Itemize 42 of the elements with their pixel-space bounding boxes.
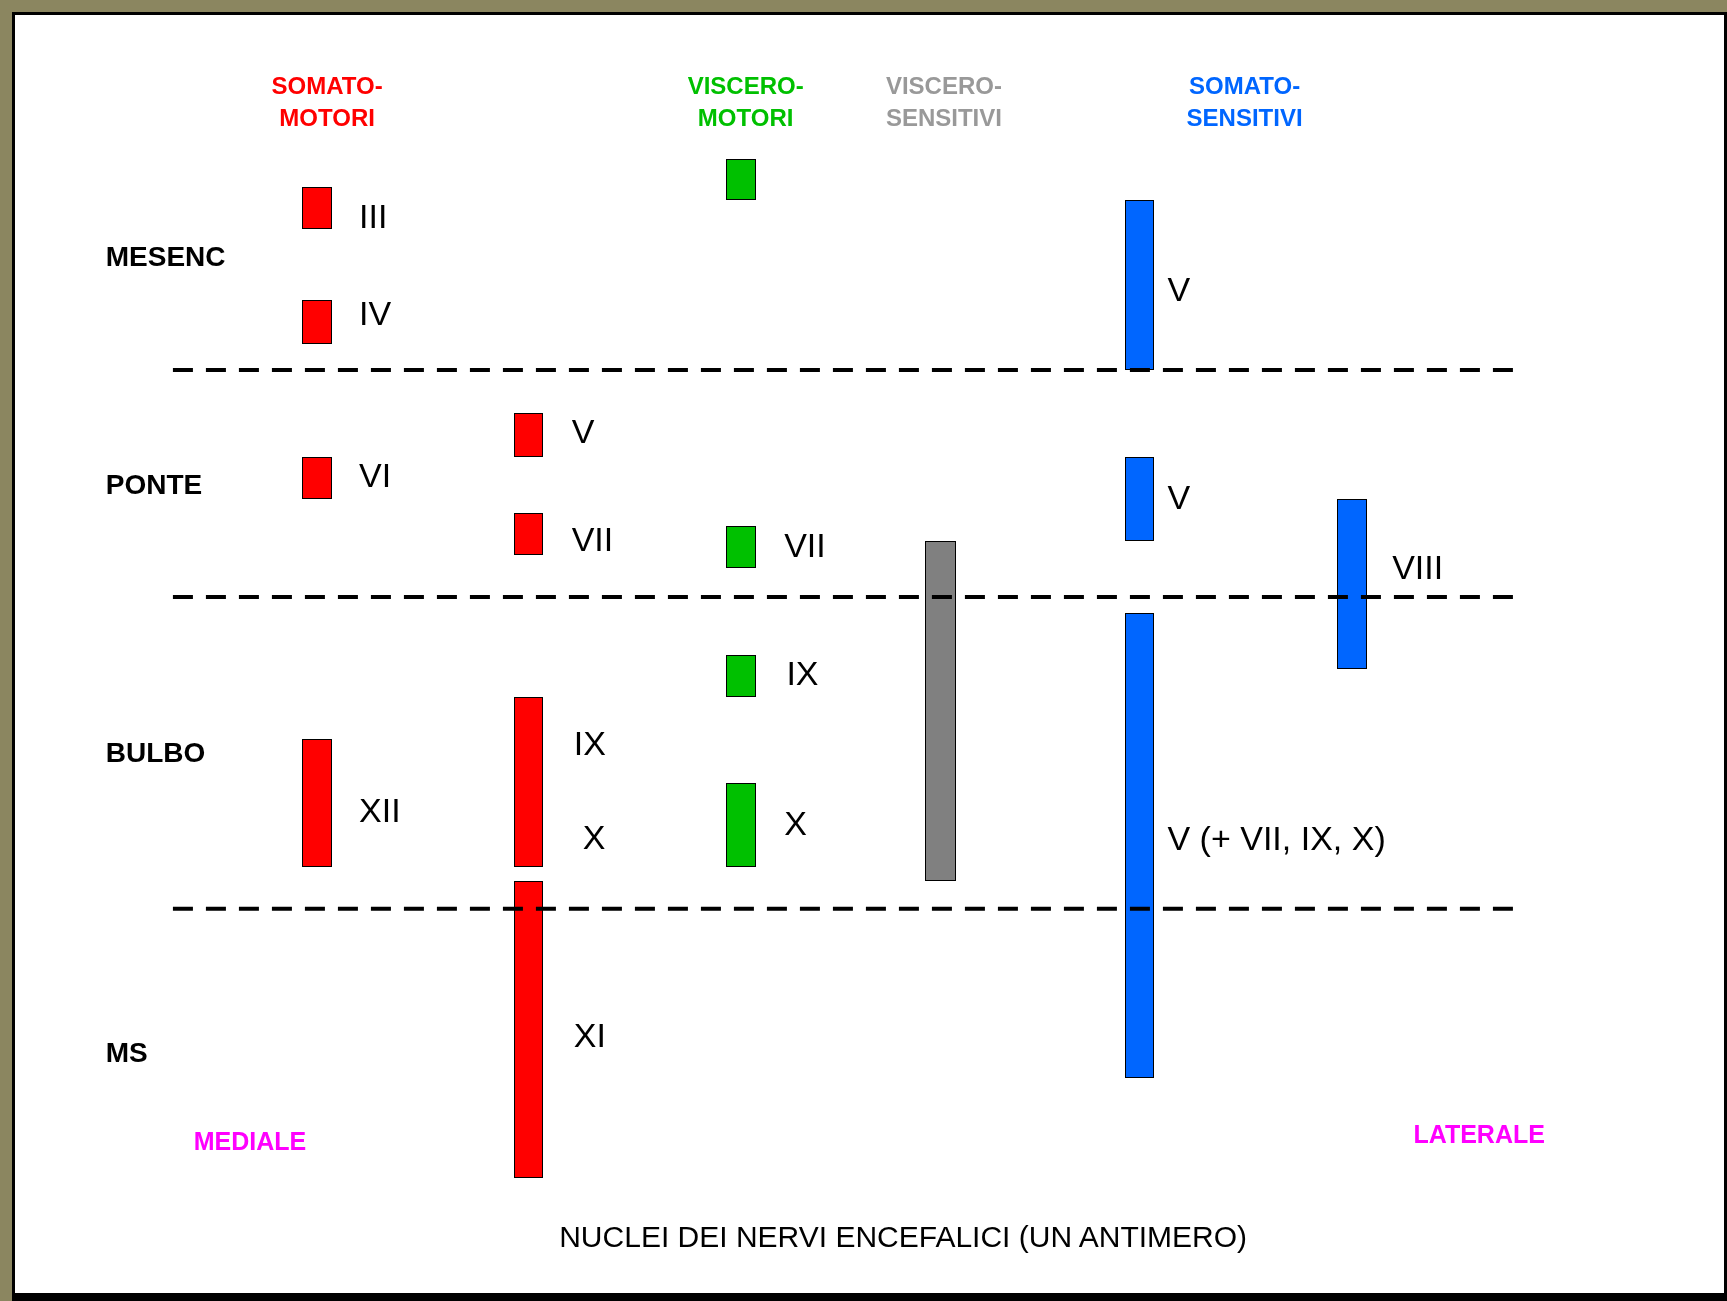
direction-label: MEDIALE — [193, 1128, 307, 1154]
row-label: PONTE — [105, 470, 203, 499]
nerve-numeral: V — [571, 413, 595, 448]
nerve-numeral: III — [359, 198, 388, 233]
nerve-numeral: IV — [359, 295, 392, 330]
nucleus-bar — [514, 513, 543, 556]
caption: NUCLEI DEI NERVI ENCEFALICI (UN ANTIMERO) — [559, 1221, 1248, 1252]
column-heading: SOMATO- SENSITIVI — [1186, 71, 1303, 133]
column-heading: VISCERO- MOTORI — [687, 71, 804, 133]
nucleus-bar — [1124, 613, 1155, 1079]
nerve-numeral: IX — [786, 655, 819, 690]
row-label: MESENC — [105, 242, 226, 271]
nucleus-bar — [301, 457, 332, 499]
nucleus-bar — [1124, 200, 1155, 371]
column-heading: SOMATO- MOTORI — [271, 71, 383, 133]
nerve-numeral: X — [784, 805, 807, 840]
row-label: MS — [105, 1038, 148, 1067]
nerve-numeral: XII — [359, 792, 401, 827]
row-label: BULBO — [105, 739, 206, 768]
nucleus-bar — [725, 526, 756, 569]
nerve-numeral: VII — [571, 521, 614, 556]
nerve-numeral: V — [1167, 479, 1191, 514]
nucleus-bar — [1337, 498, 1367, 669]
nerve-numeral: V — [1167, 271, 1191, 306]
nucleus-bar — [725, 655, 756, 698]
nerve-numeral: XI — [573, 1018, 606, 1053]
nucleus-bar — [301, 739, 332, 867]
nerve-numeral: VIII — [1392, 550, 1444, 585]
nucleus-bar — [514, 881, 543, 1179]
nerve-numeral: X — [582, 820, 606, 855]
direction-label: LATERALE — [1413, 1121, 1545, 1147]
nerve-numeral: IX — [573, 726, 606, 761]
nerve-numeral: VII — [784, 528, 826, 563]
column-heading: VISCERO- SENSITIVI — [885, 71, 1002, 133]
nucleus-bar — [1124, 457, 1155, 541]
nerve-numeral: VI — [359, 457, 392, 492]
nerve-numeral: V (+ VII, IX, X) — [1167, 821, 1386, 856]
nucleus-bar — [514, 697, 543, 867]
nucleus-bar — [725, 783, 756, 867]
nucleus-bar — [925, 540, 956, 882]
nucleus-bar — [301, 187, 332, 230]
nucleus-bar — [514, 413, 543, 458]
